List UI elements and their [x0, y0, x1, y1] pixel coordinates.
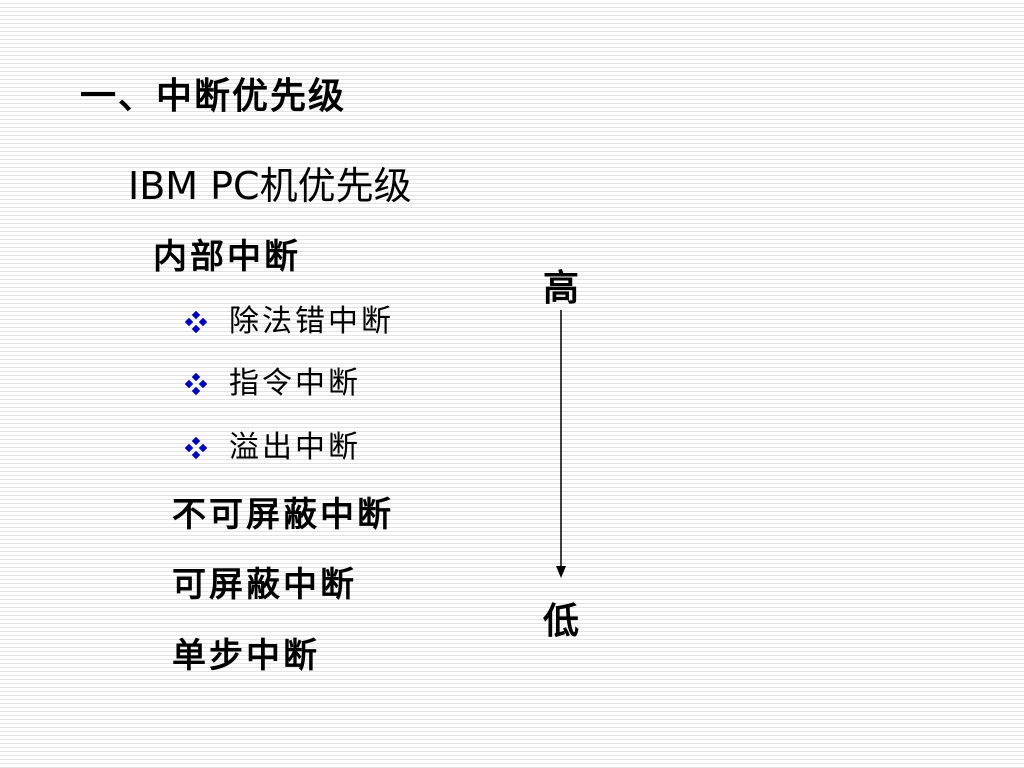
list-item-divide-error: 除法错中断 — [185, 307, 394, 337]
priority-arrow-down-icon — [556, 310, 566, 578]
diamond-bullet-icon — [185, 437, 207, 459]
diamond-bullet-icon — [185, 373, 207, 395]
priority-low-label: 低 — [543, 600, 580, 642]
list-item-label: 溢出中断 — [229, 430, 361, 465]
nmi-heading: 不可屏蔽中断 — [172, 495, 394, 535]
list-item-label: 指令中断 — [229, 366, 361, 401]
internal-interrupt-heading: 内部中断 — [153, 237, 301, 277]
diamond-bullet-icon — [185, 311, 207, 333]
list-item-label: 除法错中断 — [229, 304, 394, 339]
single-step-heading: 单步中断 — [172, 636, 320, 676]
page-title: 一、中断优先级 — [80, 75, 347, 117]
maskable-interrupt-heading: 可屏蔽中断 — [172, 565, 357, 605]
list-item-overflow: 溢出中断 — [185, 433, 361, 463]
priority-high-label: 高 — [543, 267, 580, 309]
subtitle: IBM PC机优先级 — [128, 164, 412, 208]
list-item-instruction: 指令中断 — [185, 369, 361, 399]
